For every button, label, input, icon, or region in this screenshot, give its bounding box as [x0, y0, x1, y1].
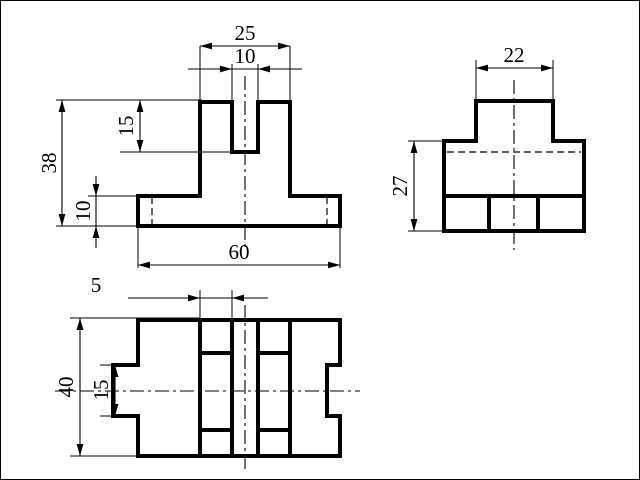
front-dim-10-left-arrow-top — [92, 184, 100, 196]
side-dim-22-arrow-left — [476, 64, 488, 72]
front-dim-10-arrow-left — [220, 65, 232, 73]
front-dim-10-arrow-right — [258, 65, 270, 73]
top-dim-15-label: 15 — [89, 380, 113, 401]
front-dim-15: 15 — [114, 100, 144, 152]
top-dim-5-arrow-right — [232, 294, 244, 302]
top-dim-40-arrow-top — [76, 318, 84, 330]
side-dim-27-arrow-top — [410, 141, 418, 153]
front-dim-15-arrow-top — [136, 100, 144, 112]
top-dim-40: 40 — [54, 318, 84, 456]
front-dim-60: 60 — [138, 240, 340, 269]
front-dim-25-arrow-left — [200, 42, 212, 50]
front-dim-15-label: 15 — [114, 116, 138, 137]
front-dim-60-label: 60 — [229, 240, 250, 264]
front-dim-10-left: 10 — [71, 176, 100, 248]
front-dim-25-arrow-right — [278, 42, 290, 50]
side-dim-22-label: 22 — [504, 43, 525, 67]
top-dim-40-label: 40 — [54, 377, 78, 398]
front-dim-10-label: 10 — [235, 44, 256, 68]
top-dim-5-label: 5 — [91, 273, 102, 297]
front-dim-10-left-label: 10 — [71, 201, 95, 222]
front-dim-10-top: 10 — [188, 44, 302, 73]
top-dim-5: 5 — [91, 273, 268, 302]
side-dim-27-arrow-bottom — [410, 219, 418, 231]
front-dim-15-arrow-bottom — [136, 140, 144, 152]
top-view: 5 40 15 — [54, 273, 360, 470]
top-dim-40-arrow-bottom — [76, 444, 84, 456]
top-view-outline — [111, 318, 342, 458]
front-view: 25 10 38 10 15 — [37, 21, 342, 269]
front-dim-38-label: 38 — [37, 153, 61, 174]
side-dim-22-arrow-right — [541, 64, 553, 72]
front-slot-walls — [230, 100, 260, 154]
front-dim-10-left-arrow-bottom — [92, 226, 100, 238]
side-dim-27: 27 — [388, 141, 418, 231]
front-dim-38: 38 — [37, 100, 66, 226]
front-dim-60-arrow-left — [138, 261, 150, 269]
front-view-outline — [136, 100, 342, 228]
top-dim-5-arrow-left — [188, 294, 200, 302]
front-dim-38-arrow-bottom — [58, 214, 66, 226]
side-dim-22: 22 — [476, 43, 553, 72]
front-dim-25: 25 — [200, 21, 290, 50]
side-dim-27-label: 27 — [388, 176, 412, 197]
side-view: 22 27 — [388, 43, 586, 250]
front-dim-60-arrow-right — [328, 261, 340, 269]
front-dim-38-arrow-top — [58, 100, 66, 112]
side-view-outline — [442, 99, 586, 233]
front-dim-25-label: 25 — [235, 21, 256, 45]
